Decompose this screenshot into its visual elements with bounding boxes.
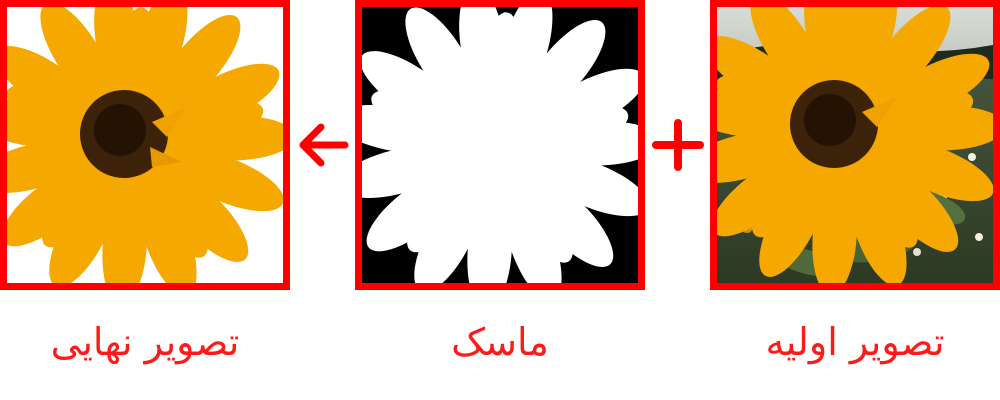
mask-caption: ماسک xyxy=(451,320,549,364)
plus-icon xyxy=(648,110,708,180)
final-image-panel xyxy=(0,0,290,290)
final-image-caption: تصویر نهایی xyxy=(50,320,240,364)
sunflower-cutout-image xyxy=(7,7,283,283)
sunflower-mask-image xyxy=(362,7,638,283)
left-arrow-icon xyxy=(293,110,353,180)
original-image-panel xyxy=(710,0,1000,290)
original-image-caption: تصویر اولیه xyxy=(765,320,945,364)
sunflower-photo-image xyxy=(717,7,993,283)
mask-image-panel xyxy=(355,0,645,290)
